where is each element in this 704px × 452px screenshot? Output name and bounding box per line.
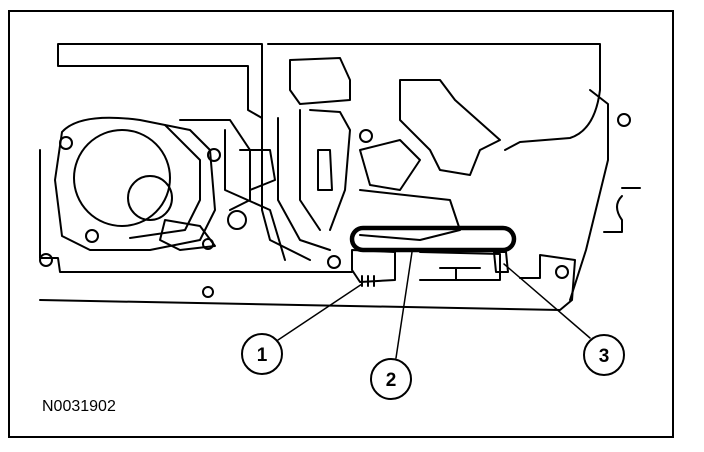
housing-top-outline: [57, 43, 263, 119]
callout-1: 1: [241, 333, 283, 375]
bolt-hole: [359, 129, 373, 143]
passage-3: [224, 129, 286, 261]
passage-12: [359, 189, 461, 241]
passage-1: [129, 124, 201, 239]
callout-3-label: 3: [599, 346, 610, 367]
housing-right-block: [399, 79, 501, 176]
passage-8: [159, 219, 216, 251]
passage-10: [317, 149, 333, 191]
figure-frame: [8, 10, 674, 438]
leader-line-1: [277, 283, 363, 341]
gasket-lower-body: [419, 251, 501, 281]
bolt-hole: [555, 265, 569, 279]
bolt-hole: [207, 148, 221, 162]
housing-right-notch: [603, 195, 623, 233]
housing-right-edge: [569, 89, 609, 301]
housing-lobe: [289, 57, 351, 105]
passage-5: [277, 117, 331, 251]
bore-housing: [54, 116, 216, 251]
leader-line-2: [395, 251, 413, 359]
large-bore-inner: [127, 175, 173, 221]
figure-id: N0031902: [42, 398, 116, 415]
bolt-hole: [39, 253, 53, 267]
bolt-hole: [617, 113, 631, 127]
passage-9: [239, 149, 276, 191]
gasket-element: [349, 225, 517, 253]
leader-line-3: [503, 263, 591, 339]
passage-11: [359, 139, 421, 191]
passage-7: [309, 109, 351, 231]
bolt-hole: [327, 255, 341, 269]
bracket-body: [351, 249, 396, 283]
clip-body: [493, 251, 509, 273]
bolt-hole: [227, 210, 247, 230]
gasket-lower-detail: [439, 267, 481, 281]
base-plate: [39, 254, 576, 311]
base-left-edge: [39, 149, 353, 273]
callout-2: 2: [370, 358, 412, 400]
bolt-hole: [202, 238, 214, 250]
callout-3: 3: [583, 334, 625, 376]
callout-1-label: 1: [257, 345, 268, 366]
bolt-hole: [202, 286, 214, 298]
bolt-hole: [59, 136, 73, 150]
bolt-hole: [85, 229, 99, 243]
passage-4: [261, 117, 311, 261]
large-bore-outer: [73, 129, 171, 227]
passage-6: [299, 109, 321, 231]
callout-2-label: 2: [386, 370, 397, 391]
housing-upper-right: [267, 43, 601, 151]
